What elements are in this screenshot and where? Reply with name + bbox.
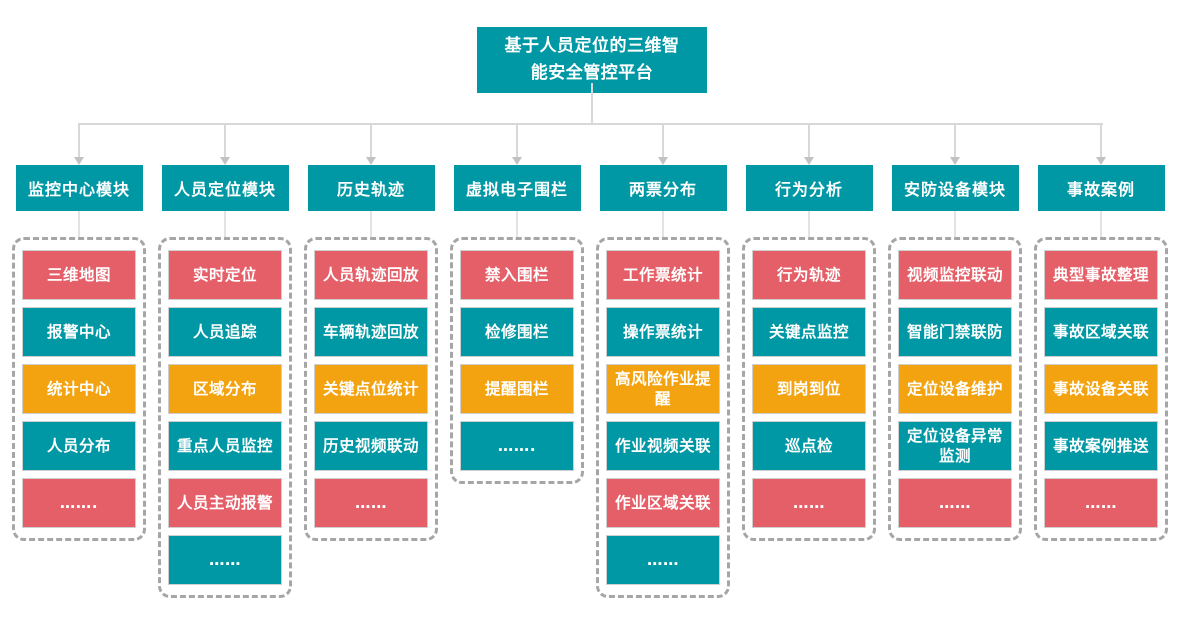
header-panel-link	[662, 211, 664, 237]
column-header: 虚拟电子围栏	[453, 165, 581, 211]
module-item: 提醒围栏	[460, 364, 574, 414]
column-security-equipment: 安防设备模块 视频监控联动 智能门禁联防 定位设备维护 定位设备异常监测 ……	[888, 123, 1022, 541]
header-panel-link	[78, 211, 80, 237]
column-monitoring-center: 监控中心模块 三维地图 报警中心 统计中心 人员分布 …….	[12, 123, 146, 541]
header-panel-link	[224, 211, 226, 237]
module-item: 区域分布	[168, 364, 282, 414]
connector-drop-line	[808, 123, 810, 157]
column-virtual-fence: 虚拟电子围栏 禁入围栏 检修围栏 提醒围栏 …….	[450, 123, 584, 484]
module-item: 智能门禁联防	[898, 307, 1012, 357]
module-columns: 监控中心模块 三维地图 报警中心 统计中心 人员分布 ……. 人员定位模块 实时…	[12, 123, 1168, 598]
column-header: 历史轨迹	[307, 165, 435, 211]
module-item: ……	[1044, 478, 1158, 528]
header-panel-link	[954, 211, 956, 237]
header-panel-link	[1100, 211, 1102, 237]
connector-drop-line	[516, 123, 518, 157]
connector-root-stem	[591, 83, 593, 123]
arrow-down-icon	[804, 157, 814, 165]
module-item: …….	[460, 421, 574, 471]
root-node: 基于人员定位的三维智能安全管控平台	[477, 27, 707, 94]
arrow-down-icon	[366, 157, 376, 165]
module-item: 作业区域关联	[606, 478, 720, 528]
column-header: 事故案例	[1037, 165, 1165, 211]
module-item: 三维地图	[22, 250, 136, 300]
module-item: 定位设备维护	[898, 364, 1012, 414]
module-item: …….	[22, 478, 136, 528]
connector-drop-line	[1100, 123, 1102, 157]
connector-horizontal-line	[79, 123, 1103, 125]
module-item: 工作票统计	[606, 250, 720, 300]
header-panel-link	[516, 211, 518, 237]
column-header: 安防设备模块	[891, 165, 1019, 211]
module-item: 统计中心	[22, 364, 136, 414]
module-panel: 实时定位 人员追踪 区域分布 重点人员监控 人员主动报警 ……	[158, 237, 292, 598]
module-item: 人员追踪	[168, 307, 282, 357]
connector-drop-line	[954, 123, 956, 157]
module-panel: 行为轨迹 关键点监控 到岗到位 巡点检 ……	[742, 237, 876, 541]
module-panel: 三维地图 报警中心 统计中心 人员分布 …….	[12, 237, 146, 541]
arrow-down-icon	[950, 157, 960, 165]
module-item: 操作票统计	[606, 307, 720, 357]
arrow-down-icon	[74, 157, 84, 165]
module-panel: 视频监控联动 智能门禁联防 定位设备维护 定位设备异常监测 ……	[888, 237, 1022, 541]
module-item: 到岗到位	[752, 364, 866, 414]
module-item: 人员轨迹回放	[314, 250, 428, 300]
module-item: 事故设备关联	[1044, 364, 1158, 414]
module-item: 典型事故整理	[1044, 250, 1158, 300]
module-item: ……	[606, 535, 720, 585]
arrow-down-icon	[658, 157, 668, 165]
column-behavior-analysis: 行为分析 行为轨迹 关键点监控 到岗到位 巡点检 ……	[742, 123, 876, 541]
module-item: 事故区域关联	[1044, 307, 1158, 357]
arrow-down-icon	[512, 157, 522, 165]
module-item: 报警中心	[22, 307, 136, 357]
column-header: 人员定位模块	[161, 165, 289, 211]
column-header: 两票分布	[599, 165, 727, 211]
column-header: 行为分析	[745, 165, 873, 211]
module-item: 历史视频联动	[314, 421, 428, 471]
module-item: ……	[314, 478, 428, 528]
column-accident-cases: 事故案例 典型事故整理 事故区域关联 事故设备关联 事故案例推送 ……	[1034, 123, 1168, 541]
connector-drop-line	[662, 123, 664, 157]
module-item: 关键点监控	[752, 307, 866, 357]
module-item: 禁入围栏	[460, 250, 574, 300]
module-item: 巡点检	[752, 421, 866, 471]
connector-drop-line	[370, 123, 372, 157]
module-item: 车辆轨迹回放	[314, 307, 428, 357]
module-item: 人员分布	[22, 421, 136, 471]
module-panel: 禁入围栏 检修围栏 提醒围栏 …….	[450, 237, 584, 484]
module-panel: 人员轨迹回放 车辆轨迹回放 关键点位统计 历史视频联动 ……	[304, 237, 438, 541]
connector-drop-line	[224, 123, 226, 157]
module-item: ……	[168, 535, 282, 585]
module-item: ……	[752, 478, 866, 528]
header-panel-link	[370, 211, 372, 237]
column-header: 监控中心模块	[15, 165, 143, 211]
connector-drop-line	[78, 123, 80, 157]
header-panel-link	[808, 211, 810, 237]
column-two-tickets: 两票分布 工作票统计 操作票统计 高风险作业提醒 作业视频关联 作业区域关联 ……	[596, 123, 730, 598]
module-item: 视频监控联动	[898, 250, 1012, 300]
module-item: 事故案例推送	[1044, 421, 1158, 471]
module-item: 定位设备异常监测	[898, 421, 1012, 471]
column-history-track: 历史轨迹 人员轨迹回放 车辆轨迹回放 关键点位统计 历史视频联动 ……	[304, 123, 438, 541]
module-item: 实时定位	[168, 250, 282, 300]
module-item: 人员主动报警	[168, 478, 282, 528]
module-item: 行为轨迹	[752, 250, 866, 300]
module-panel: 工作票统计 操作票统计 高风险作业提醒 作业视频关联 作业区域关联 ……	[596, 237, 730, 598]
module-item: 高风险作业提醒	[606, 364, 720, 414]
module-item: 关键点位统计	[314, 364, 428, 414]
column-personnel-positioning: 人员定位模块 实时定位 人员追踪 区域分布 重点人员监控 人员主动报警 ……	[158, 123, 292, 598]
module-item: ……	[898, 478, 1012, 528]
module-item: 检修围栏	[460, 307, 574, 357]
arrow-down-icon	[220, 157, 230, 165]
module-item: 作业视频关联	[606, 421, 720, 471]
module-panel: 典型事故整理 事故区域关联 事故设备关联 事故案例推送 ……	[1034, 237, 1168, 541]
module-item: 重点人员监控	[168, 421, 282, 471]
arrow-down-icon	[1096, 157, 1106, 165]
